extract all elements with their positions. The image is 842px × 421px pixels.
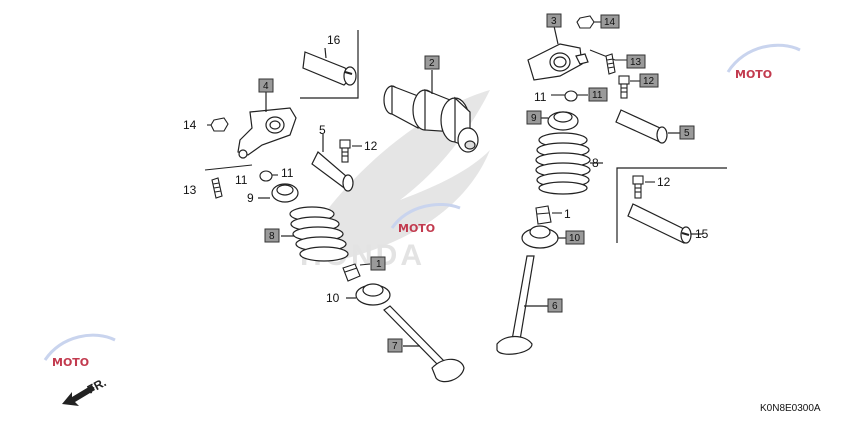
rocker-arm-3 — [527, 25, 589, 81]
valve-spring-8-right — [535, 132, 603, 195]
callout-10-right-box — [565, 230, 585, 245]
callout-7: 7 — [392, 341, 398, 352]
callout-14-right: 14 — [604, 17, 616, 28]
rocker-shaft-5-right — [615, 109, 680, 144]
callout-2: 2 — [429, 58, 435, 69]
callout-8-right: 8 — [592, 156, 599, 170]
moto-watermark-center: MOTO — [390, 202, 461, 235]
svg-text:MOTO: MOTO — [398, 222, 435, 235]
callout-9-right: 9 — [531, 113, 537, 124]
svg-text:MOTO: MOTO — [735, 68, 772, 81]
valve-7 — [383, 305, 465, 383]
adjuster-13-left — [204, 164, 253, 199]
callout-9-left: 9 — [247, 191, 254, 205]
adjuster-13-right — [589, 49, 627, 75]
callout-14-right-box — [600, 14, 620, 29]
spring-retainer-9-right — [541, 111, 579, 131]
rocker-shaft-16 — [300, 30, 359, 99]
spring-seat-10-left — [346, 283, 391, 306]
callout-12-right: 12 — [643, 76, 655, 87]
callout-12-left: 12 — [364, 139, 378, 153]
rocker-shaft-15 — [627, 203, 703, 244]
valve-stem-seal-1-right — [535, 205, 562, 225]
callout-1-left-box — [370, 256, 386, 271]
callout-10-right: 10 — [569, 233, 581, 244]
callout-1-left: 1 — [376, 259, 382, 270]
callout-1-right: 1 — [564, 207, 571, 221]
callout-3-box — [546, 13, 562, 28]
callout-11-right: 11 — [592, 90, 603, 101]
bolt-12-left — [339, 139, 362, 163]
callout-12-inset: 12 — [657, 175, 671, 189]
callout-13-right-box — [626, 54, 646, 69]
clip-11-left — [259, 170, 278, 182]
callout-13-right: 13 — [630, 57, 642, 68]
valve-stem-seal-1-left — [342, 263, 371, 282]
callout-15: 15 — [695, 227, 709, 241]
callout-12-right-box — [639, 73, 659, 88]
nut-14-left — [207, 117, 229, 132]
callout-11-left-b: 11 — [281, 166, 294, 180]
callout-9-right-box — [526, 110, 542, 125]
callout-5-left: 5 — [319, 123, 326, 137]
spring-retainer-9-left — [258, 183, 299, 203]
moto-watermark-top-right: MOTO — [726, 43, 801, 81]
front-arrow-icon: FR. — [62, 375, 108, 406]
callout-6-box — [547, 298, 563, 313]
moto-watermark-bottom-left: MOTO — [43, 333, 116, 369]
rocker-arm-4 — [237, 92, 297, 159]
rocker-shaft-5-left — [311, 134, 354, 192]
bolt-12-inset — [632, 175, 655, 199]
bolt-12-right-top — [618, 75, 640, 99]
callout-3: 3 — [551, 16, 557, 27]
callout-8-left: 8 — [269, 231, 275, 242]
callout-10-left: 10 — [326, 291, 340, 305]
camshaft-2 — [383, 70, 479, 153]
callout-4: 4 — [263, 81, 269, 92]
callout-14-left: 14 — [183, 118, 197, 132]
callout-16: 16 — [327, 33, 341, 47]
inset-frame — [616, 167, 727, 243]
svg-text:MOTO: MOTO — [52, 356, 89, 369]
callout-6: 6 — [552, 301, 558, 312]
callout-11-left-a: 11 — [235, 173, 248, 187]
spring-seat-10-right — [521, 225, 566, 249]
diagram-code: K0N8E0300A — [760, 403, 821, 414]
callout-8-left-box — [264, 228, 280, 243]
callout-4-box — [258, 78, 274, 93]
callout-5-right: 5 — [684, 128, 690, 139]
clip-11-right — [551, 90, 588, 102]
nut-14-right — [576, 15, 601, 29]
callout-2-box — [424, 55, 440, 70]
callout-11-right-a: 11 — [534, 90, 547, 104]
callout-11-right-box — [588, 87, 608, 102]
valve-spring-8-left — [281, 206, 349, 262]
callout-5-right-box — [679, 125, 695, 140]
callout-13-left: 13 — [183, 183, 197, 197]
valve-6 — [496, 255, 548, 355]
callout-7-box — [387, 338, 403, 353]
